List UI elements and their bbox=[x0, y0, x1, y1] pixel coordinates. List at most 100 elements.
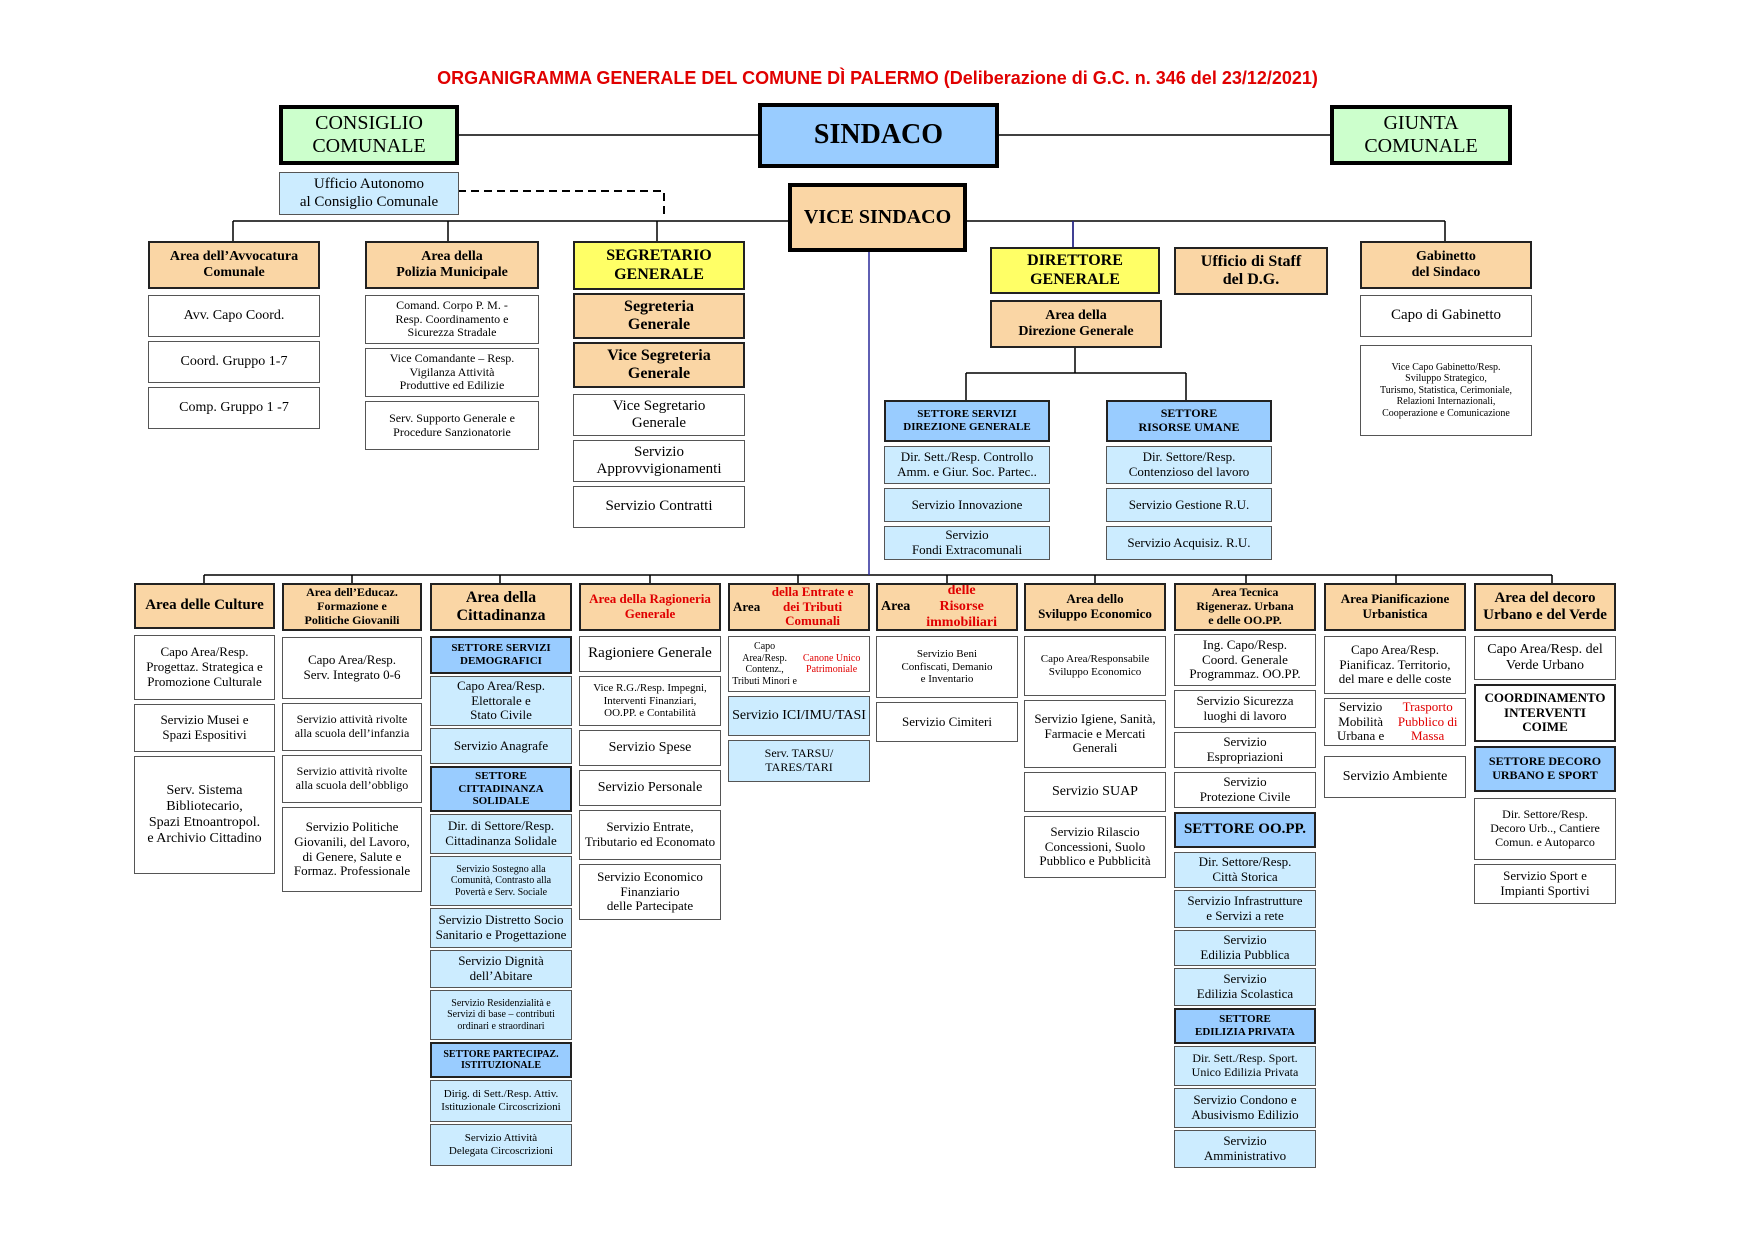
area-polizia-head: Area della Polizia Municipale bbox=[365, 241, 539, 289]
tecnica-item: Servizio Protezione Civile bbox=[1174, 772, 1316, 808]
tecnica-item: Servizio Condono e Abusivismo Edilizio bbox=[1174, 1088, 1316, 1128]
sviluppo-item: Capo Area/Responsabile Sviluppo Economic… bbox=[1024, 636, 1166, 696]
culture-item: Servizio Musei e Spazi Espositivi bbox=[134, 704, 275, 752]
area-culture-head: Area delle Culture bbox=[134, 583, 275, 629]
avvocatura-item: Coord. Gruppo 1-7 bbox=[148, 341, 320, 383]
area-cittadinanza-head: Area della Cittadinanza bbox=[430, 583, 572, 631]
settore-servizi-dg-item: Dir. Sett./Resp. Controllo Amm. e Giur. … bbox=[884, 446, 1050, 484]
entrate-item-text: Capo Area/Resp. Contenz., Tributi Minori… bbox=[732, 641, 797, 687]
entrate-item: Serv. TARSU/ TARES/TARI bbox=[728, 740, 870, 782]
area-educazione-head: Area dell’Educaz. Formazione e Politiche… bbox=[282, 583, 422, 631]
ragioneria-item: Servizio Spese bbox=[579, 730, 721, 766]
entrate-head-prefix: Area bbox=[733, 598, 761, 614]
direttore-generale-head: DIRETTORE GENERALE bbox=[990, 247, 1160, 294]
cittadinanza-item: Dirig. di Sett./Resp. Attiv. Istituziona… bbox=[430, 1080, 572, 1122]
entrate-item: Servizio ICI/IMU/TASI bbox=[728, 696, 870, 736]
gabinetto-sindaco-head: Gabinetto del Sindaco bbox=[1360, 241, 1532, 289]
vice-sindaco-box: VICE SINDACO bbox=[788, 183, 967, 252]
segretario-item: Servizio Approvvigionamenti bbox=[573, 440, 745, 482]
decoro-item: Capo Area/Resp. del Verde Urbano bbox=[1474, 636, 1616, 680]
sviluppo-item: Servizio Igiene, Sanità, Farmacie e Merc… bbox=[1024, 700, 1166, 768]
tecnica-item: Servizio Espropriazioni bbox=[1174, 732, 1316, 768]
ragioneria-item: Servizio Entrate, Tributario ed Economat… bbox=[579, 810, 721, 860]
educazione-item: Servizio attività rivolte alla scuola de… bbox=[282, 703, 422, 751]
cittadinanza-item: Servizio Sostegno alla Comunità, Contras… bbox=[430, 856, 572, 906]
educazione-item: Capo Area/Resp. Serv. Integrato 0-6 bbox=[282, 637, 422, 699]
pianificazione-item: Servizio Mobilità Urbana e Trasporto Pub… bbox=[1324, 698, 1466, 746]
ufficio-staff-dg-box: Ufficio di Staff del D.G. bbox=[1174, 247, 1328, 295]
ragioneria-item: Vice R.G./Resp. Impegni, Interventi Fina… bbox=[579, 676, 721, 726]
area-ragioneria-head: Area della Ragioneria Generale bbox=[579, 583, 721, 631]
area-direzione-generale-box: Area della Direzione Generale bbox=[990, 300, 1162, 348]
cittadinanza-item: SETTORE CITTADINANZA SOLIDALE bbox=[430, 766, 572, 812]
decoro-item: SETTORE DECORO URBANO E SPORT bbox=[1474, 746, 1616, 792]
decoro-item: Servizio Sport e Impianti Sportivi bbox=[1474, 864, 1616, 904]
risorse-umane-item: Servizio Acquisiz. R.U. bbox=[1106, 526, 1272, 560]
area-risorse-immobiliari-head: Area delle Risorse immobiliari bbox=[876, 583, 1018, 631]
tecnica-item: SETTORE OO.PP. bbox=[1174, 812, 1316, 848]
ufficio-autonomo-box: Ufficio Autonomo al Consiglio Comunale bbox=[279, 172, 459, 215]
avvocatura-item: Avv. Capo Coord. bbox=[148, 295, 320, 337]
sviluppo-item: Servizio SUAP bbox=[1024, 772, 1166, 812]
area-tecnica-head: Area Tecnica Rigeneraz. Urbana e delle O… bbox=[1174, 583, 1316, 631]
pianificazione-item-text: Servizio Mobilità Urbana e bbox=[1337, 698, 1385, 744]
sindaco-box: SINDACO bbox=[758, 103, 999, 168]
tecnica-item: Servizio Sicurezza luoghi di lavoro bbox=[1174, 690, 1316, 728]
tecnica-item: Dir. Sett./Resp. Sport. Unico Edilizia P… bbox=[1174, 1046, 1316, 1086]
area-sviluppo-economico-head: Area dello Sviluppo Economico bbox=[1024, 583, 1166, 631]
tecnica-item: Servizio Edilizia Pubblica bbox=[1174, 930, 1316, 966]
gabinetto-item: Vice Capo Gabinetto/Resp. Sviluppo Strat… bbox=[1360, 345, 1532, 436]
cittadinanza-item: SETTORE PARTECIPAZ. ISTITUZIONALE bbox=[430, 1042, 572, 1078]
area-decoro-head: Area del decoro Urbano e del Verde bbox=[1474, 583, 1616, 631]
culture-item: Serv. Sistema Bibliotecario, Spazi Etnoa… bbox=[134, 756, 275, 874]
area-entrate-head: Area della Entrate e dei Tributi Comunal… bbox=[728, 583, 870, 631]
cittadinanza-item: Servizio Anagrafe bbox=[430, 728, 572, 764]
tecnica-item: Servizio Infrastrutture e Servizi a rete bbox=[1174, 890, 1316, 928]
vice-segreteria-box: Vice Segreteria Generale bbox=[573, 342, 745, 388]
gabinetto-item: Capo di Gabinetto bbox=[1360, 295, 1532, 337]
settore-servizi-dg-item: Servizio Fondi Extracomunali bbox=[884, 526, 1050, 560]
entrate-item: Capo Area/Resp. Contenz., Tributi Minori… bbox=[728, 636, 870, 692]
tecnica-item: Servizio Amministrativo bbox=[1174, 1130, 1316, 1168]
cittadinanza-item: Capo Area/Resp. Elettorale e Stato Civil… bbox=[430, 676, 572, 726]
pianificazione-item: Servizio Ambiente bbox=[1324, 756, 1466, 798]
cittadinanza-item: SETTORE SERVIZI DEMOGRAFICI bbox=[430, 636, 572, 674]
risorse-item: Servizio Beni Confiscati, Demanio e Inve… bbox=[876, 636, 1018, 698]
risorse-item: Servizio Cimiteri bbox=[876, 702, 1018, 742]
ragioneria-item: Ragioniere Generale bbox=[579, 636, 721, 672]
educazione-item: Servizio Politiche Giovanili, del Lavoro… bbox=[282, 807, 422, 892]
culture-item: Capo Area/Resp. Progettaz. Strategica e … bbox=[134, 635, 275, 700]
educazione-item: Servizio attività rivolte alla scuola de… bbox=[282, 755, 422, 803]
entrate-item-red: Canone Unico Patrimoniale bbox=[802, 652, 861, 676]
area-avvocatura-head: Area dell’Avvocatura Comunale bbox=[148, 241, 320, 289]
ragioneria-item: Servizio Personale bbox=[579, 770, 721, 806]
settore-risorse-umane-head: SETTORE RISORSE UMANE bbox=[1106, 400, 1272, 442]
tecnica-item: Ing. Capo/Resp. Coord. Generale Programm… bbox=[1174, 634, 1316, 686]
segretario-generale-head: SEGRETARIO GENERALE bbox=[573, 241, 745, 290]
entrate-head-red: della Entrate e dei Tributi Comunali bbox=[771, 583, 854, 629]
polizia-item: Serv. Supporto Generale e Procedure Sanz… bbox=[365, 401, 539, 450]
tecnica-item: Dir. Settore/Resp. Città Storica bbox=[1174, 852, 1316, 888]
segreteria-generale-box: Segreteria Generale bbox=[573, 293, 745, 339]
risorse-head-red: delle Risorse immobiliari bbox=[926, 583, 998, 631]
settore-servizi-dg-item: Servizio Innovazione bbox=[884, 488, 1050, 522]
sviluppo-item: Servizio Rilascio Concessioni, Suolo Pub… bbox=[1024, 816, 1166, 878]
consiglio-comunale-box: CONSIGLIO COMUNALE bbox=[279, 105, 459, 165]
risorse-head-prefix: Area bbox=[881, 598, 911, 614]
cittadinanza-item: Servizio Dignità dell’Abitare bbox=[430, 950, 572, 988]
polizia-item: Comand. Corpo P. M. - Resp. Coordinament… bbox=[365, 295, 539, 344]
cittadinanza-item: Servizio Residenzialità e Servizi di bas… bbox=[430, 990, 572, 1040]
segretario-item: Vice Segretario Generale bbox=[573, 394, 745, 436]
tecnica-item: Servizio Edilizia Scolastica bbox=[1174, 968, 1316, 1006]
page-title: ORGANIGRAMMA GENERALE DEL COMUNE DÌ PALE… bbox=[437, 68, 1318, 88]
risorse-umane-item: Servizio Gestione R.U. bbox=[1106, 488, 1272, 522]
avvocatura-item: Comp. Gruppo 1 -7 bbox=[148, 387, 320, 429]
area-pianificazione-head: Area Pianificazione Urbanistica bbox=[1324, 583, 1466, 631]
cittadinanza-item: Servizio Attività Delegata Circoscrizion… bbox=[430, 1124, 572, 1166]
pianificazione-item-red: Trasporto Pubblico di Massa bbox=[1397, 698, 1458, 744]
risorse-umane-item: Dir. Settore/Resp. Contenzioso del lavor… bbox=[1106, 446, 1272, 484]
segretario-item: Servizio Contratti bbox=[573, 486, 745, 528]
polizia-item: Vice Comandante – Resp. Vigilanza Attivi… bbox=[365, 348, 539, 397]
settore-servizi-dg-head: SETTORE SERVIZI DIREZIONE GENERALE bbox=[884, 400, 1050, 442]
